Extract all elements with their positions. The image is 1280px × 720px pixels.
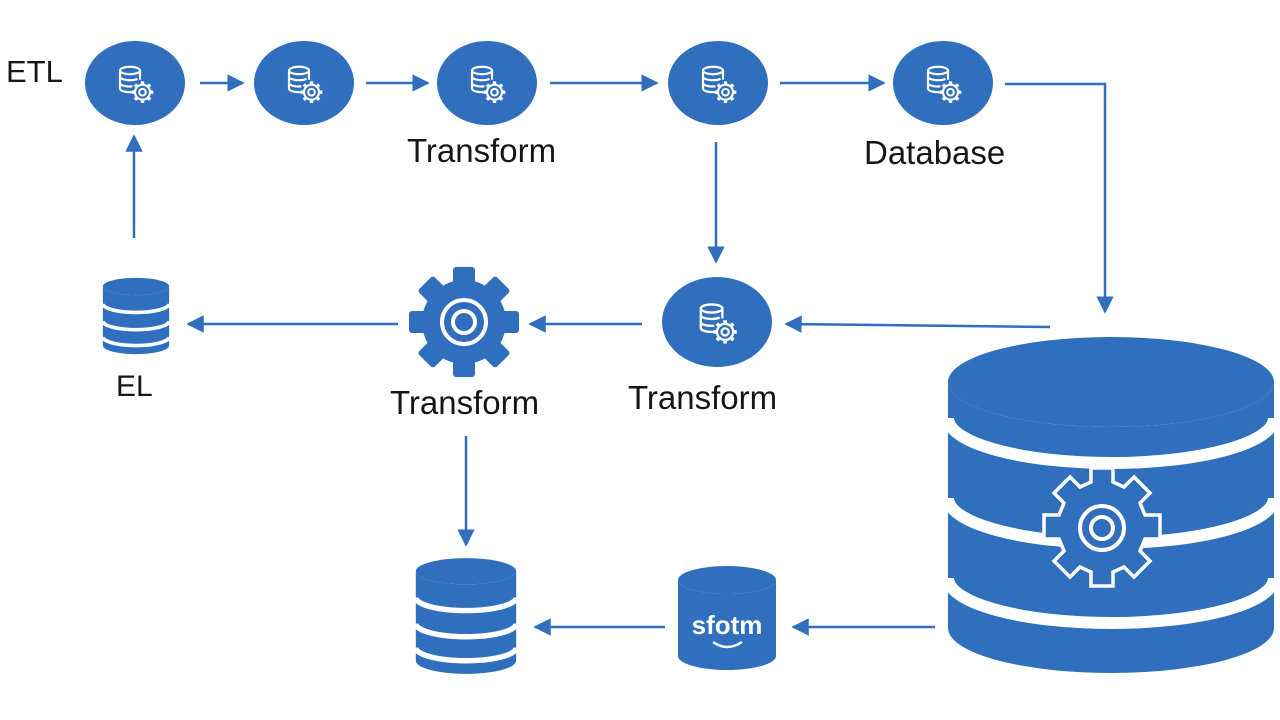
small-db-text: sfotm [692, 610, 763, 640]
database-icon [101, 276, 171, 356]
node-transform-mid [662, 277, 772, 367]
gear-icon [1042, 466, 1162, 588]
database-icon [416, 558, 516, 674]
label-transform-gear: Transform [390, 384, 540, 421]
label-database: Database [864, 134, 1006, 171]
node-2 [254, 41, 354, 125]
arrow-big-db-to-transform [784, 315, 1051, 333]
node-transform-top [437, 41, 537, 125]
node-4 [668, 41, 768, 125]
connector-arrows [125, 74, 1114, 636]
node-etl [85, 41, 185, 125]
arrow-database-to-big-db [1005, 82, 1114, 314]
label-el: EL [116, 370, 153, 403]
node-database [893, 41, 993, 125]
label-transform-mid: Transform [628, 379, 778, 416]
gear-icon [409, 267, 519, 377]
small-database: sfotm [678, 566, 776, 670]
label-etl: ETL [6, 54, 63, 89]
label-transform-top: Transform [407, 132, 557, 169]
big-database [942, 337, 1280, 673]
